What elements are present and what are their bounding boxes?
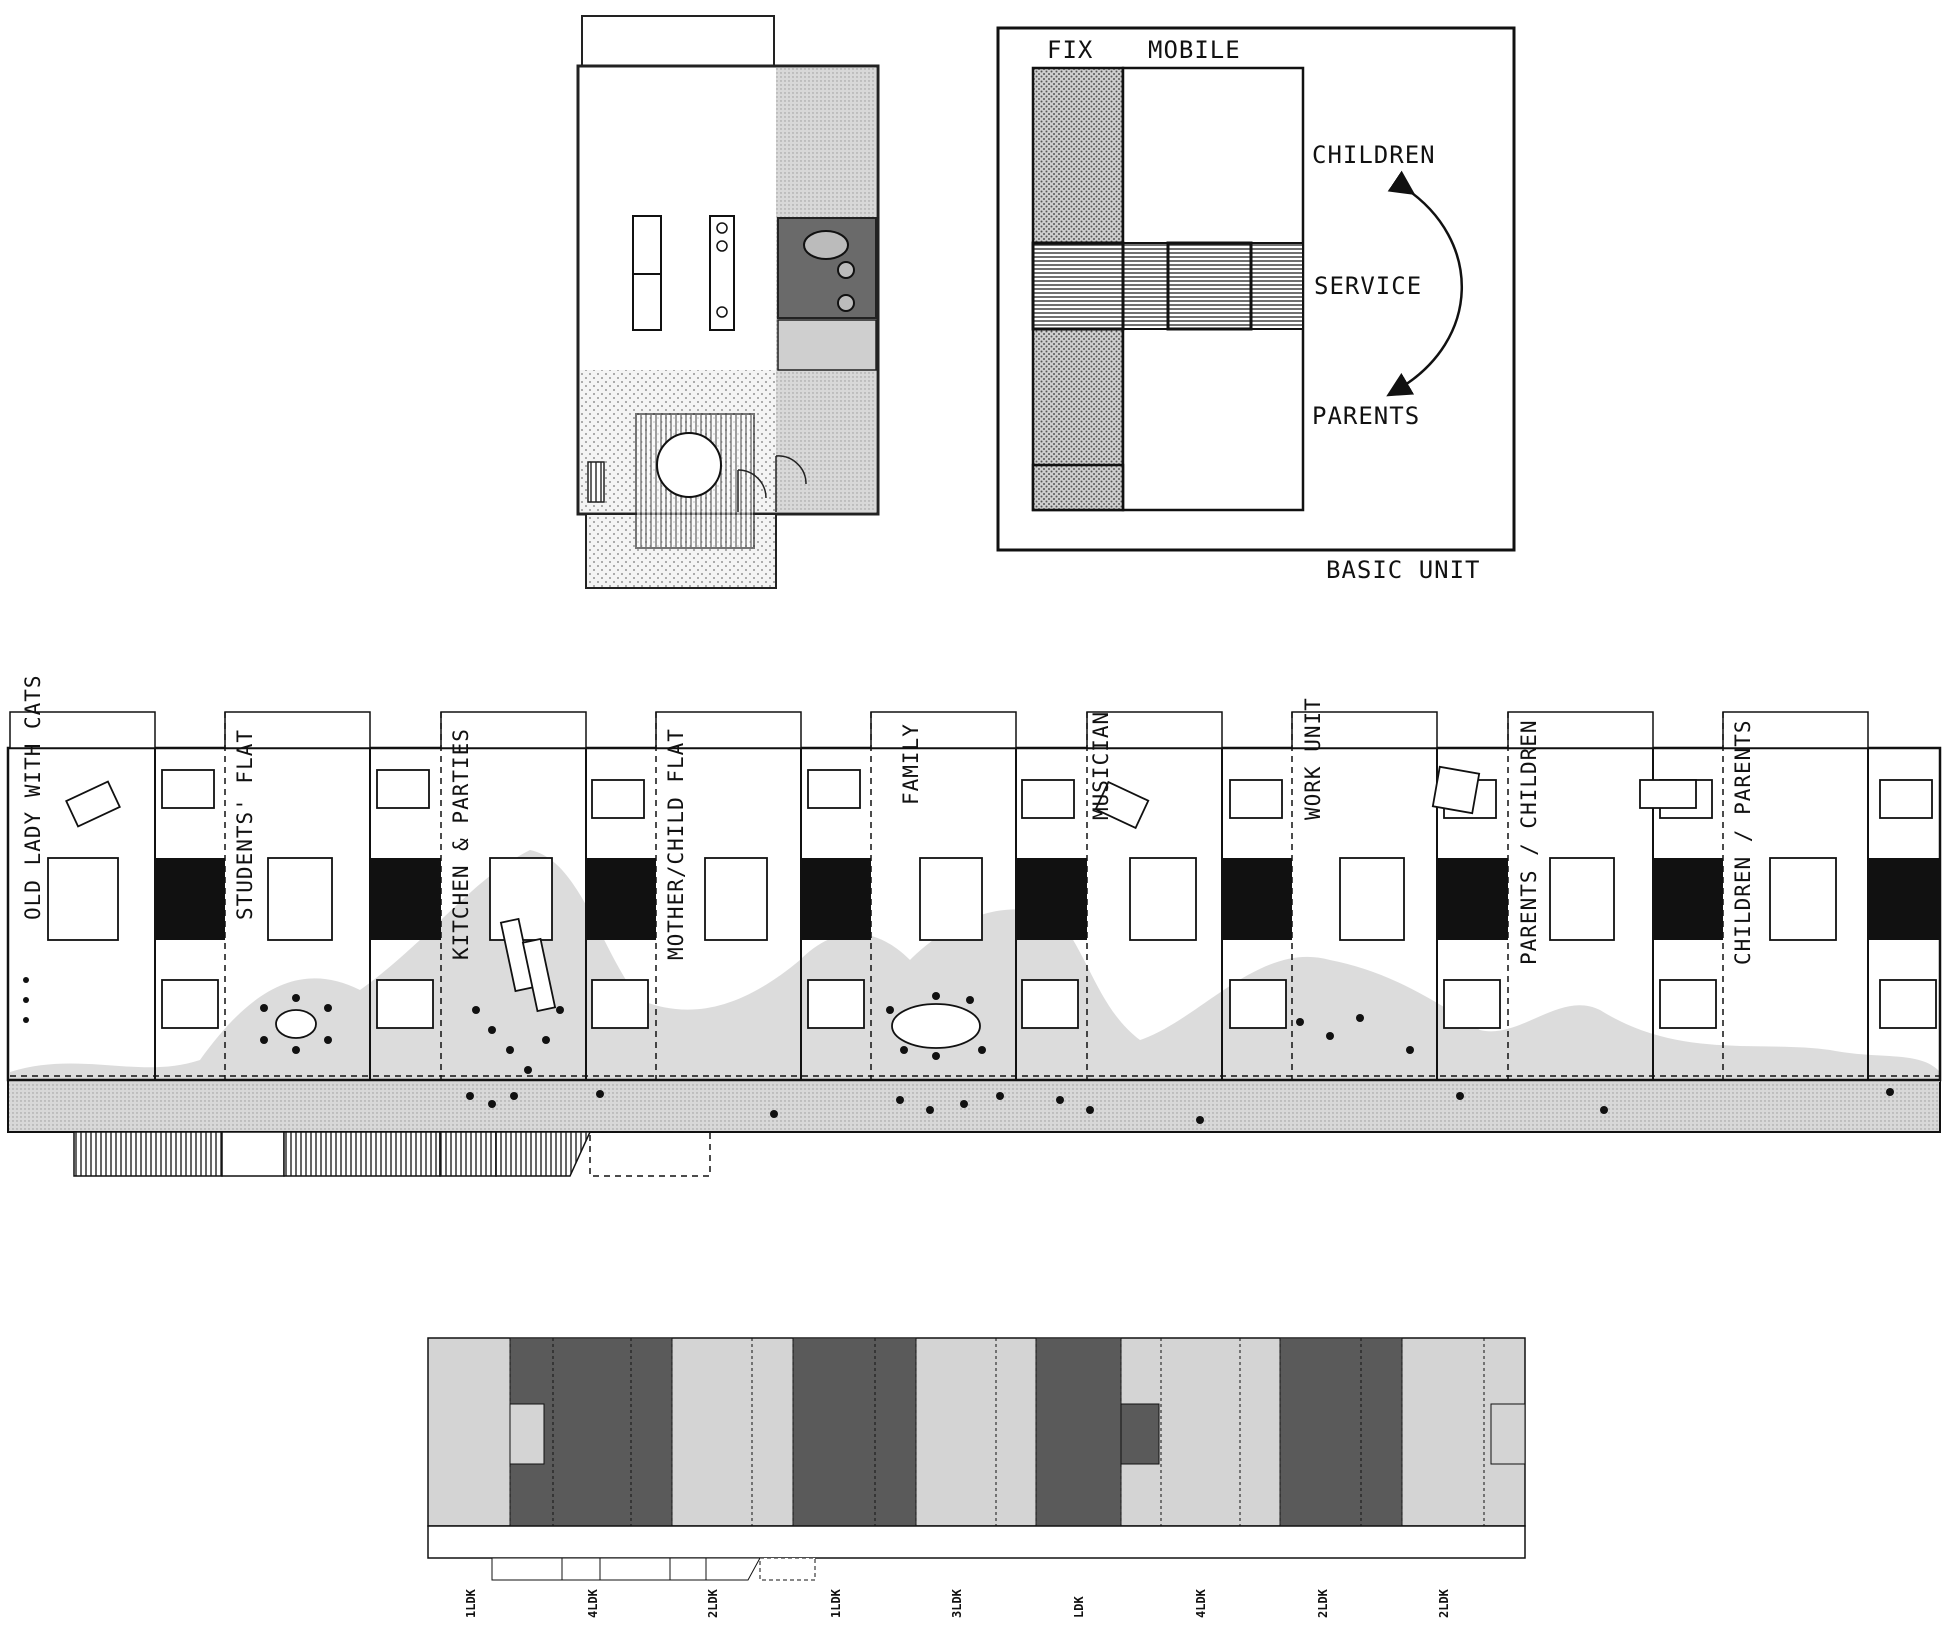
unit-label-musician: MUSICIAN (1089, 711, 1113, 820)
dashed-partitions (10, 712, 1940, 1080)
plan-storage (777, 319, 877, 371)
type-walkway (427, 1525, 1526, 1559)
service-label: SERVICE (1314, 272, 1422, 300)
unit-label-children-parents: CHILDREN / PARENTS (1731, 719, 1755, 965)
type-core-notches (509, 1403, 1526, 1465)
terrace-row-plan: OLD LADY WITH CATS STUDENTS' FLAT KITCHE… (6, 674, 1942, 1177)
unit-label-family: FAMILY (899, 723, 923, 805)
unit-label-mother-child-flat: MOTHER/CHILD FLAT (664, 728, 688, 960)
plan-roof-overhang (581, 15, 775, 67)
unit-type-strip: 1LDK 4LDK 2LDK 1LDK 3LDK LDK 4LDK 2LDK 2… (427, 1337, 1526, 1618)
type-ground-strip (491, 1557, 816, 1581)
unit-type-label-9: 2LDK (1437, 1588, 1451, 1618)
unit-label-parents-children: PARENTS / CHILDREN (1517, 719, 1541, 965)
unit-label-students-flat: STUDENTS' FLAT (233, 729, 257, 920)
swap-arrow (1386, 170, 1463, 397)
service-cores (155, 858, 1940, 940)
basic-unit-service-box (1166, 241, 1253, 331)
basic-unit-service-core (1031, 241, 1125, 331)
unit-type-label-8: 2LDK (1316, 1588, 1330, 1618)
unit-type-label-3: 2LDK (706, 1588, 720, 1618)
type-dividers (509, 1338, 1485, 1526)
unit-floor-plan (576, 15, 880, 589)
children-label: CHILDREN (1312, 141, 1436, 169)
basic-unit-caption: BASIC UNIT (1326, 556, 1481, 584)
fix-label: FIX (1047, 36, 1093, 64)
parents-label: PARENTS (1312, 402, 1420, 430)
unit-type-label-2: 4LDK (586, 1588, 600, 1618)
plan-radiator (587, 461, 605, 503)
activity-dots (23, 977, 1894, 1124)
basic-unit-entry (1031, 463, 1125, 512)
unit-label-kitchen-parties: KITCHEN & PARTIES (449, 728, 473, 960)
mobile-label: MOBILE (1148, 36, 1241, 64)
shared-walkway (7, 1079, 1941, 1133)
unit-type-labels: 1LDK 4LDK 2LDK 1LDK 3LDK LDK 4LDK 2LDK 2… (464, 1588, 1451, 1618)
unit-furniture (47, 765, 1937, 1049)
unit-type-label-1: 1LDK (464, 1588, 478, 1618)
unit-type-label-4: 1LDK (829, 1588, 843, 1618)
unit-type-label-6: LDK (1072, 1596, 1086, 1618)
unit-type-label-5: 3LDK (950, 1588, 964, 1618)
plan-dining-table (656, 432, 722, 498)
unit-label-old-lady-with-cats: OLD LADY WITH CATS (21, 674, 45, 920)
plan-bathtub (803, 230, 849, 260)
plan-wc (837, 261, 855, 279)
plan-kitchen-counter (709, 215, 735, 331)
roof-overhangs (9, 711, 1869, 749)
plan-basin (837, 294, 855, 312)
unit-label-work-unit: WORK UNIT (1301, 697, 1325, 820)
ground-strip (73, 1131, 711, 1177)
unit-type-label-7: 4LDK (1194, 1588, 1208, 1618)
basic-unit-diagram: FIX MOBILE CHILDREN SERVICE PARENTS BASI… (996, 26, 1516, 584)
